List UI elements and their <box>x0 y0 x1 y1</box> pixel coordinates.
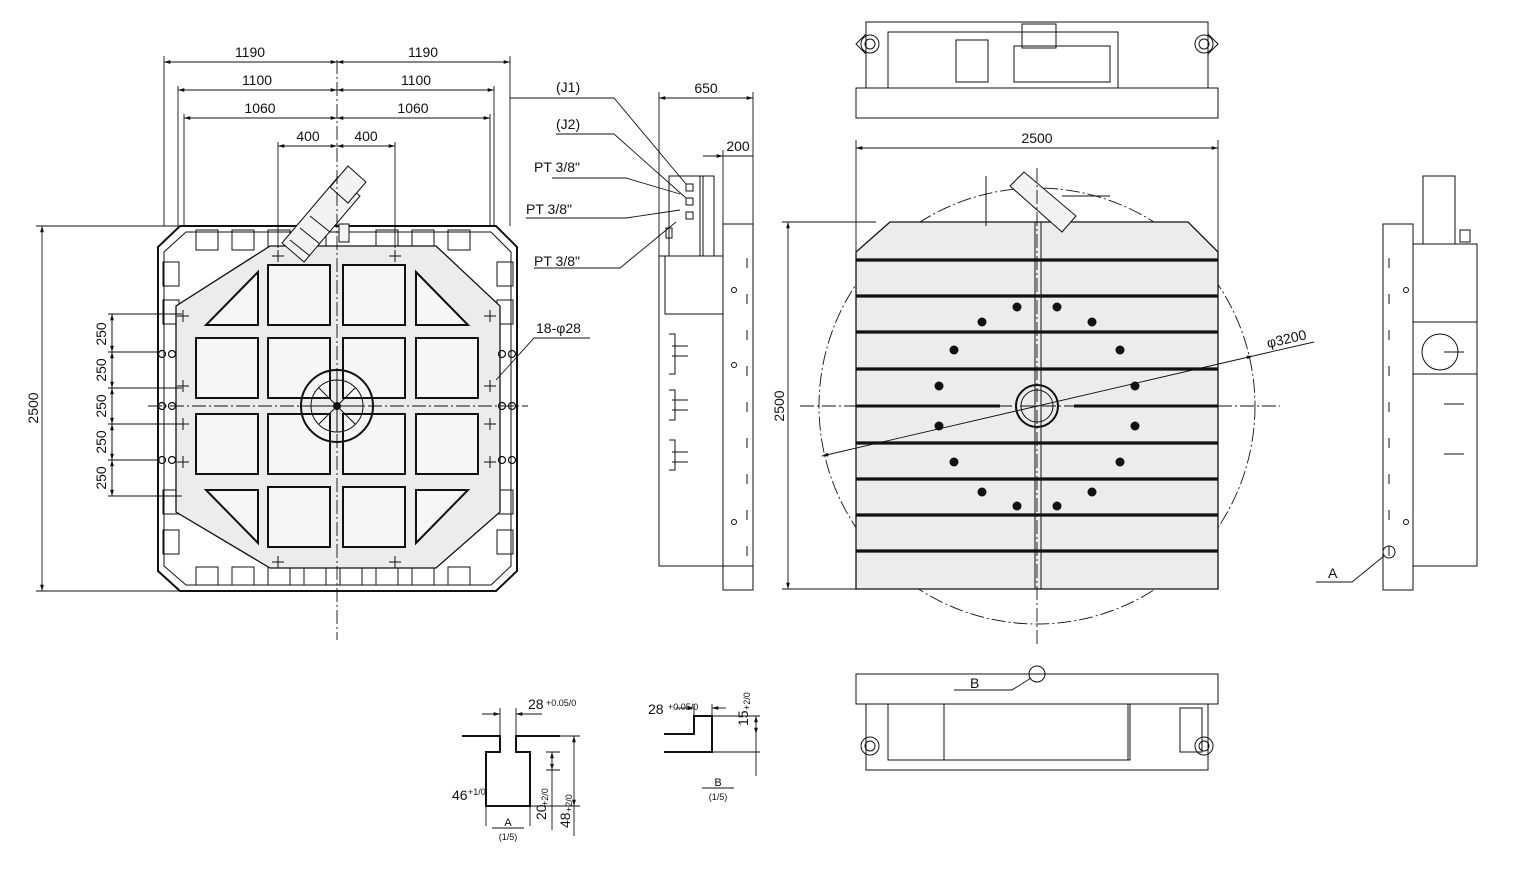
dim-1100-right: 1100 <box>401 72 431 88</box>
pt-label-2: PT 3/8" <box>526 201 572 217</box>
detail-b-right-value: 15 <box>735 710 751 726</box>
detail-a-top-tol: +0.05/0 <box>546 698 576 708</box>
detail-b: 28 +0.05/0 15 +2/0 B (1/5) <box>648 692 760 802</box>
swing-diameter: φ3200 <box>1265 326 1308 351</box>
front-view <box>148 60 528 640</box>
dim-1190-right: 1190 <box>408 44 438 60</box>
plan-view <box>800 168 1280 644</box>
dim-front-height: 2500 <box>25 392 41 423</box>
dim-400-left: 400 <box>296 128 320 144</box>
dim-pitch-5: 250 <box>93 466 109 490</box>
detail-b-top-tol: +0.05/0 <box>668 702 698 712</box>
section-b-callout: B <box>970 675 979 691</box>
detail-a-label: A <box>504 817 512 829</box>
dim-1190-left: 1190 <box>235 44 265 60</box>
dim-pitch-1: 250 <box>93 322 109 346</box>
detail-a-top-value: 28 <box>528 696 544 712</box>
detail-a-right-tol: +2/0 <box>564 794 574 812</box>
front-view-dimensions: 1190 1190 1100 1100 1060 1060 400 400 25… <box>25 44 590 592</box>
side-view-dimensions: 650 200 (J1) (J2) PT 3/8" PT 3/8" PT 3/8… <box>510 79 754 269</box>
dim-1060-right: 1060 <box>397 100 428 116</box>
dim-400-right: 400 <box>354 128 378 144</box>
detail-a-left-tol: +1/0 <box>468 787 486 797</box>
detail-a-left-value: 46 <box>452 787 468 803</box>
port-j1-label: (J1) <box>556 79 580 95</box>
detail-a-scale: (1/5) <box>499 832 518 842</box>
dim-side-width: 650 <box>694 80 718 96</box>
dim-1100-left: 1100 <box>242 72 272 88</box>
detail-a-right-value: 48 <box>557 812 573 828</box>
section-a-callout: A <box>1328 565 1338 581</box>
dim-plan-width: 2500 <box>1021 130 1052 146</box>
dim-plan-height: 2500 <box>771 390 787 421</box>
right-view: A <box>1316 175 1478 591</box>
holes-callout: 18-φ28 <box>536 320 581 336</box>
top-view <box>855 21 1219 119</box>
detail-b-right-tol: +2/0 <box>742 692 752 710</box>
detail-b-top-value: 28 <box>648 701 664 717</box>
pt-label-3: PT 3/8" <box>534 253 580 269</box>
bottom-view: B <box>855 665 1219 771</box>
pt-label-1: PT 3/8" <box>534 159 580 175</box>
detail-a-mid-value: 20 <box>533 804 549 820</box>
dim-pitch-3: 250 <box>93 394 109 418</box>
dim-pitch-4: 250 <box>93 430 109 454</box>
detail-b-label: B <box>714 777 721 789</box>
port-j2-label: (J2) <box>556 116 580 132</box>
dim-1060-left: 1060 <box>244 100 275 116</box>
detail-a-mid-tol: +2/0 <box>540 788 550 806</box>
dim-side-offset: 200 <box>726 138 750 154</box>
detail-b-scale: (1/5) <box>709 792 728 802</box>
dim-pitch-2: 250 <box>93 358 109 382</box>
side-view <box>658 175 754 591</box>
detail-a: 28 +0.05/0 46 +1/0 20 +2/0 48 +2/0 A (1/… <box>452 696 580 842</box>
